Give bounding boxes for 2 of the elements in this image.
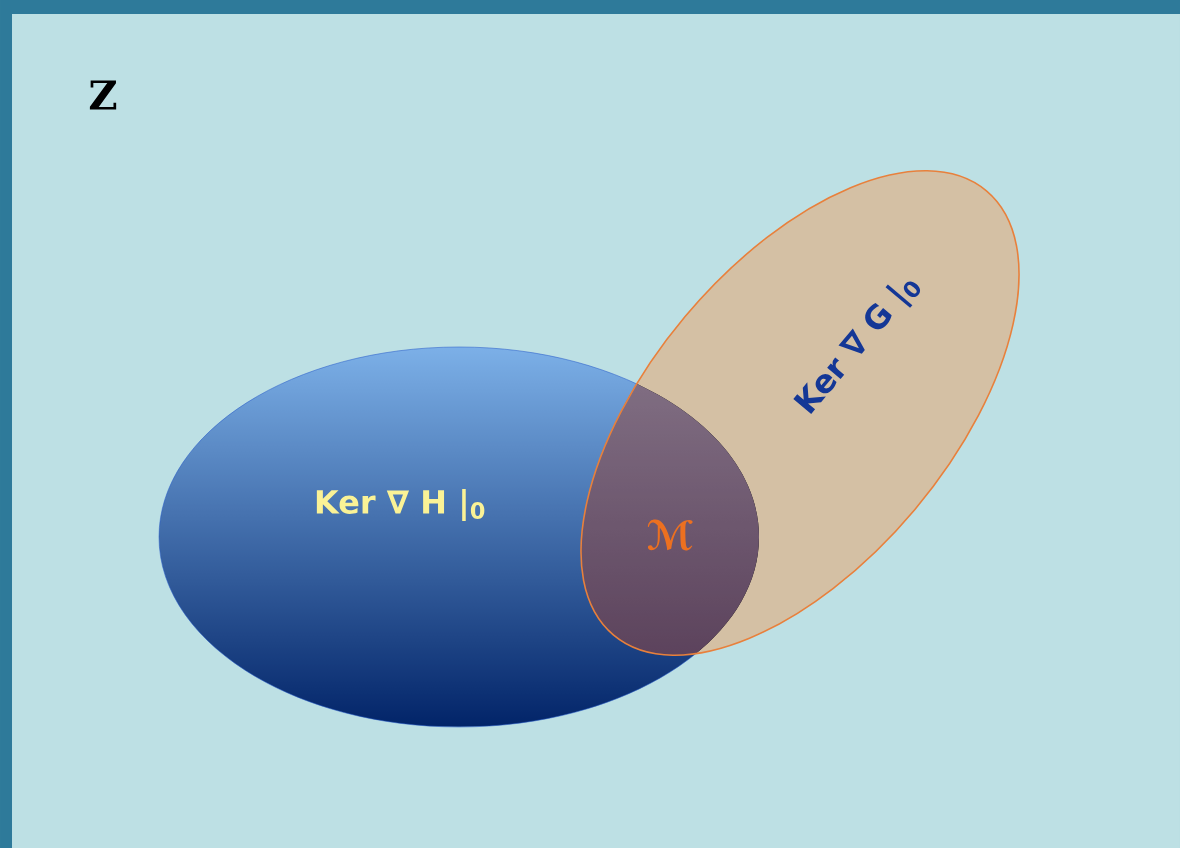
- letter-label: Z: [89, 80, 117, 110]
- set-label: ℳ: [647, 519, 693, 551]
